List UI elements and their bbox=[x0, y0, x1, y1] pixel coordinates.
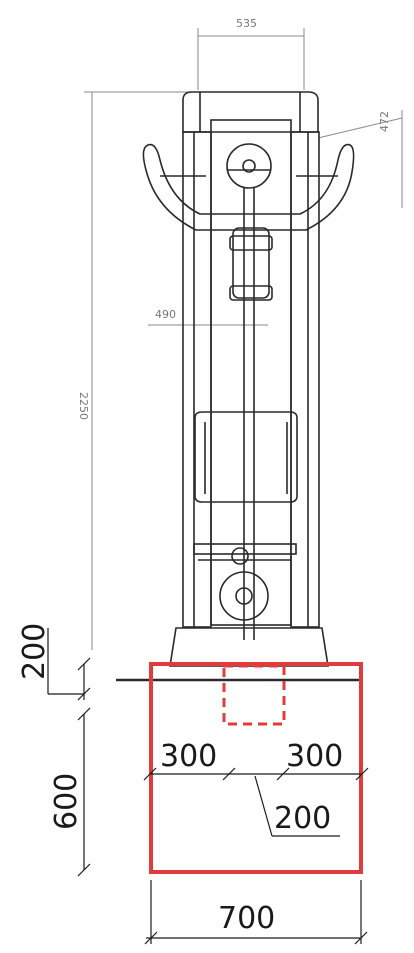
lower-pulley-hub bbox=[235, 587, 253, 605]
base-tick-bottom bbox=[77, 687, 91, 701]
carriage bbox=[232, 227, 270, 299]
offset-tick-mid2 bbox=[276, 767, 290, 781]
base-height-label: 200 bbox=[17, 623, 52, 680]
foot-plate bbox=[193, 543, 297, 555]
top-pulley bbox=[226, 143, 272, 189]
foundation-depth-label: 600 bbox=[49, 773, 84, 830]
offset-tick-right bbox=[355, 767, 369, 781]
carriage-clamp-2 bbox=[229, 285, 273, 301]
top-pulley-hub bbox=[242, 159, 256, 173]
center-width-label: 200 bbox=[274, 801, 331, 836]
back-pad bbox=[194, 411, 298, 503]
handle-bar bbox=[142, 143, 355, 231]
base-tick-top bbox=[77, 657, 91, 671]
machine-body bbox=[116, 91, 360, 682]
foot-hub bbox=[231, 547, 249, 565]
top-cap bbox=[182, 91, 319, 133]
depth-tick-bottom bbox=[77, 863, 91, 877]
total-height-label: 2250 bbox=[77, 392, 90, 420]
offset-tick-left bbox=[143, 767, 157, 781]
right-offset-label: 300 bbox=[286, 739, 343, 774]
right-dim-line bbox=[317, 117, 403, 139]
depth-tick-top bbox=[77, 707, 91, 721]
width-tick-right bbox=[354, 931, 368, 945]
foundation-width-label: 700 bbox=[218, 901, 275, 936]
offset-tick-mid bbox=[222, 767, 236, 781]
top-right-dim-label: 472 bbox=[378, 111, 391, 132]
width-tick-left bbox=[144, 931, 158, 945]
foundation-group bbox=[149, 662, 363, 874]
foundation-rect bbox=[149, 662, 363, 874]
carriage-clamp bbox=[229, 235, 273, 251]
lower-dimension-group bbox=[47, 628, 369, 945]
center-leader bbox=[254, 775, 273, 837]
anchor-box bbox=[222, 664, 286, 726]
inner-frame bbox=[210, 119, 292, 626]
top-dim-label: 535 bbox=[236, 17, 257, 30]
lower-pulley bbox=[219, 571, 269, 621]
base-block bbox=[169, 627, 329, 667]
handle-dim-label: 490 bbox=[155, 308, 176, 321]
left-offset-label: 300 bbox=[160, 739, 217, 774]
top-dimension-group bbox=[84, 28, 403, 650]
